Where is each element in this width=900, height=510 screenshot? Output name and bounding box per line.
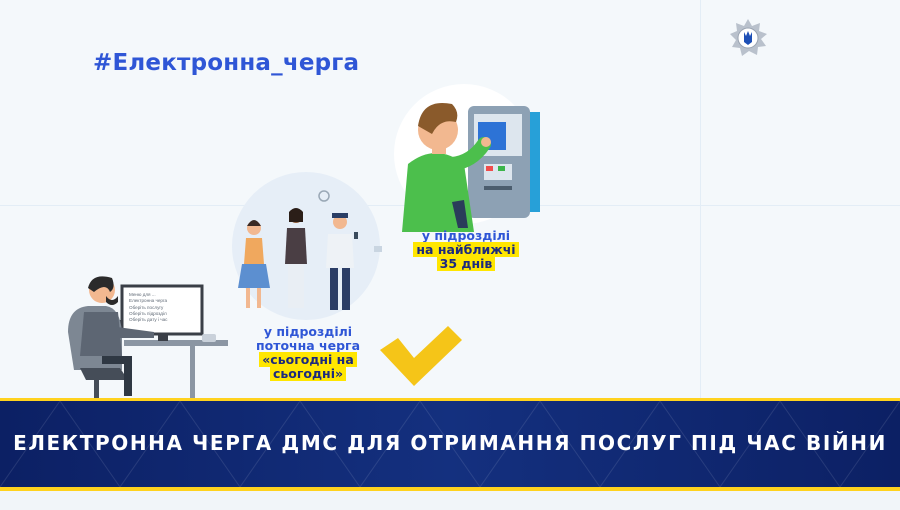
monitor-menu-item: Оберіть дату і час xyxy=(129,317,168,323)
banner-pattern xyxy=(0,401,900,487)
highlighted-text: «сьогодні на xyxy=(259,352,357,367)
computer-user-illustration xyxy=(68,276,228,400)
monitor-menu-item: Меню для ... xyxy=(129,292,156,297)
monitor-menu-item: Оберіть підрозділ xyxy=(129,310,167,316)
queue-caption-line: у підрозділі xyxy=(263,324,353,339)
bottom-strip xyxy=(0,491,900,510)
queue-caption: у підрозділі поточна черга «сьогодні на … xyxy=(238,325,378,381)
monitor-menu: Меню для ... Електронна черга Оберіть по… xyxy=(129,292,195,323)
police-emblem-icon xyxy=(730,19,767,56)
banner-title: ЕЛЕКТРОННА ЧЕРГА ДМС ДЛЯ ОТРИМАННЯ ПОСЛУ… xyxy=(13,431,887,455)
queue-caption-line: «сьогодні на xyxy=(238,352,378,367)
atm-caption: у підрозділі на найближчі 35 днів xyxy=(396,229,536,271)
queue-illustration xyxy=(232,172,382,320)
monitor-menu-item: Оберіть послугу xyxy=(129,304,164,310)
highlighted-text: 35 днів xyxy=(436,256,496,271)
atm-caption-line: на найближчі xyxy=(396,242,536,257)
atm-caption-line: у підрозділі xyxy=(421,228,511,243)
highlighted-text: сьогодні» xyxy=(269,366,347,381)
queue-caption-line: поточна черга xyxy=(255,338,361,353)
queue-caption-line: сьогодні» xyxy=(238,366,378,381)
background-line xyxy=(700,0,701,398)
hashtag-title: #Електронна_черга xyxy=(93,50,360,76)
atm-illustration xyxy=(394,84,540,232)
monitor-menu-item: Електронна черга xyxy=(129,298,168,304)
checkmark-icon xyxy=(380,326,462,386)
news-banner: ЕЛЕКТРОННА ЧЕРГА ДМС ДЛЯ ОТРИМАННЯ ПОСЛУ… xyxy=(0,398,900,491)
atm-caption-line: 35 днів xyxy=(396,256,536,271)
highlighted-text: на найближчі xyxy=(413,242,519,257)
